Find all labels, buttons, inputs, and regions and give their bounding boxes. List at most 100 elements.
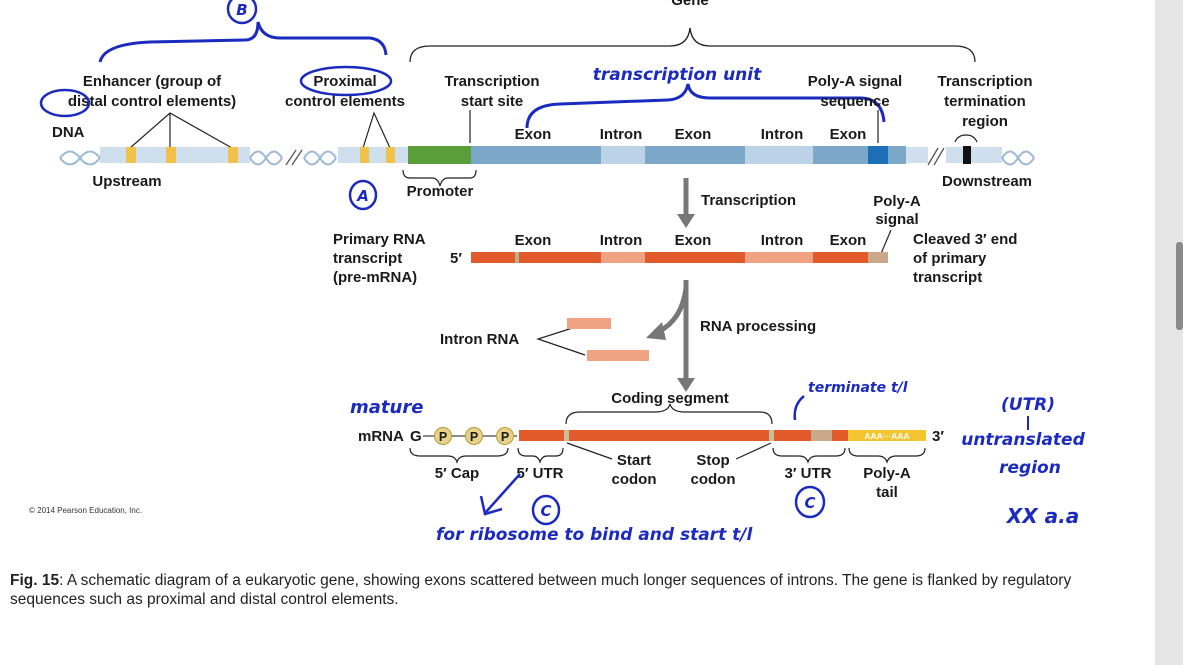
cap-brace xyxy=(409,447,509,464)
annotation-terminate: terminate t/l xyxy=(808,380,908,396)
gene-diagram: Gene B Enhancer (group of distal control… xyxy=(29,0,1086,545)
polya-signal-label: Poly-A xyxy=(873,193,921,210)
proximal-connector xyxy=(362,111,391,149)
primary-label-3: (pre-mRNA) xyxy=(333,269,417,286)
rna-exon-3: Exon xyxy=(830,232,867,249)
phosphate-label-3: P xyxy=(501,430,509,444)
stop-codon-label-2: codon xyxy=(691,471,736,488)
caption-text: : A schematic diagram of a eukaryotic ge… xyxy=(10,572,1072,608)
dna-exon-1: Exon xyxy=(515,126,552,143)
cap-g-label: G xyxy=(410,428,422,445)
copyright-label: © 2014 Pearson Education, Inc. xyxy=(29,506,142,515)
polya-seq-label: Poly-A signal xyxy=(808,73,902,90)
exon-block xyxy=(813,146,868,164)
proximal-label: Proximal xyxy=(313,73,376,90)
rna-processing-label: RNA processing xyxy=(700,318,816,335)
enhancer-connector xyxy=(129,112,233,149)
polya-seq-label-2: sequence xyxy=(820,93,889,110)
enhancer-label: Enhancer (group of xyxy=(83,73,222,90)
enhancer-label-2: distal control elements) xyxy=(68,93,236,110)
dna-intron-2: Intron xyxy=(761,126,804,143)
mature-mrna xyxy=(519,430,926,441)
proximal-label-2: control elements xyxy=(285,93,405,110)
annotation-ribosome: for ribosome to bind and start t/l xyxy=(436,525,753,545)
annotation-c1: C xyxy=(540,502,551,520)
rna-exon-1: Exon xyxy=(515,232,552,249)
rna-intron-1: Intron xyxy=(600,232,643,249)
primary-label-2: transcript xyxy=(333,250,402,267)
polya-tail xyxy=(848,430,926,441)
rna-intron-2: Intron xyxy=(761,232,804,249)
tss-label: Transcription xyxy=(444,73,539,90)
proximal-element xyxy=(360,147,369,163)
termination-bracket xyxy=(954,134,978,143)
polya-tail-label-2: tail xyxy=(876,484,898,501)
annotation-brace-tu xyxy=(525,83,886,129)
annotation-ribosome-arrowhead xyxy=(479,495,503,516)
utr3-brace xyxy=(772,447,846,464)
phosphate-2 xyxy=(465,427,483,445)
scrollbar-track[interactable] xyxy=(1155,0,1183,665)
promoter-label: Promoter xyxy=(407,183,474,200)
annotation-circle-a xyxy=(348,179,378,211)
enhancer-element xyxy=(228,147,238,163)
primary-label: Primary RNA xyxy=(333,231,426,248)
term-label-3: region xyxy=(962,113,1008,130)
dna-label: DNA xyxy=(52,124,85,141)
scrollbar-thumb[interactable] xyxy=(1176,242,1183,330)
phosphate-1 xyxy=(434,427,452,445)
enhancer-element xyxy=(166,147,176,163)
primary-transcript xyxy=(471,252,888,263)
stop-codon-label: Stop xyxy=(696,452,729,469)
annotation-mature: mature xyxy=(350,397,423,418)
termination-block xyxy=(963,146,971,164)
annotation-terminate-arrow xyxy=(793,395,805,421)
start-codon-label: Start xyxy=(617,452,651,469)
dna-exon-3: Exon xyxy=(830,126,867,143)
transcription-label: Transcription xyxy=(701,192,796,209)
rna-exon-2: Exon xyxy=(675,232,712,249)
term-label: Transcription xyxy=(937,73,1032,90)
gene-brace xyxy=(409,27,976,63)
exon-block xyxy=(471,146,601,164)
tail-brace xyxy=(848,447,926,464)
annotation-region: region xyxy=(999,458,1061,478)
annotation-circle-c2 xyxy=(794,485,826,519)
five-prime-label: 5′ xyxy=(450,250,462,267)
exon-block xyxy=(645,146,745,164)
proximal-element xyxy=(386,147,395,163)
start-codon-label-2: codon xyxy=(612,471,657,488)
dna-strand xyxy=(59,146,1035,166)
cleaved-label-3: transcript xyxy=(913,269,982,286)
promoter-brace xyxy=(402,169,477,187)
annotation-b: B xyxy=(236,1,247,19)
mrna-label: mRNA xyxy=(358,428,404,445)
annotation-circle-c1 xyxy=(531,494,561,526)
five-utr-label: 5′ UTR xyxy=(517,465,564,482)
annotation-transcription-unit: transcription unit xyxy=(593,65,762,85)
phosphate-label-2: P xyxy=(470,430,478,444)
annotation-untranslated: untranslated xyxy=(961,430,1085,450)
utr5-brace xyxy=(517,447,564,464)
three-utr-label: 3′ UTR xyxy=(785,465,832,482)
three-prime-label: 3′ xyxy=(932,428,944,445)
annotation-brace-b xyxy=(98,21,388,63)
stop-codon-pointer xyxy=(735,442,772,460)
polya-tail-label: Poly-A xyxy=(863,465,911,482)
figure-caption: Fig. 15: A schematic diagram of a eukary… xyxy=(10,571,1140,609)
processing-arrowhead xyxy=(677,378,695,392)
enhancer-element xyxy=(126,147,136,163)
annotation-circle-b xyxy=(226,0,258,25)
coding-segment-label: Coding segment xyxy=(611,390,729,407)
annotation-a: A xyxy=(356,187,369,205)
intron-rna-label: Intron RNA xyxy=(440,331,519,348)
term-label-2: termination xyxy=(944,93,1026,110)
polya-signal-label-2: signal xyxy=(875,211,918,228)
phosphate-3 xyxy=(496,427,514,445)
annotation-ribosome-arrow xyxy=(485,473,521,513)
annotation-utr: (UTR) xyxy=(1001,395,1055,415)
start-codon-pointer xyxy=(566,442,613,460)
polya-signal-block xyxy=(868,146,888,164)
phosphate-label-1: P xyxy=(439,430,447,444)
